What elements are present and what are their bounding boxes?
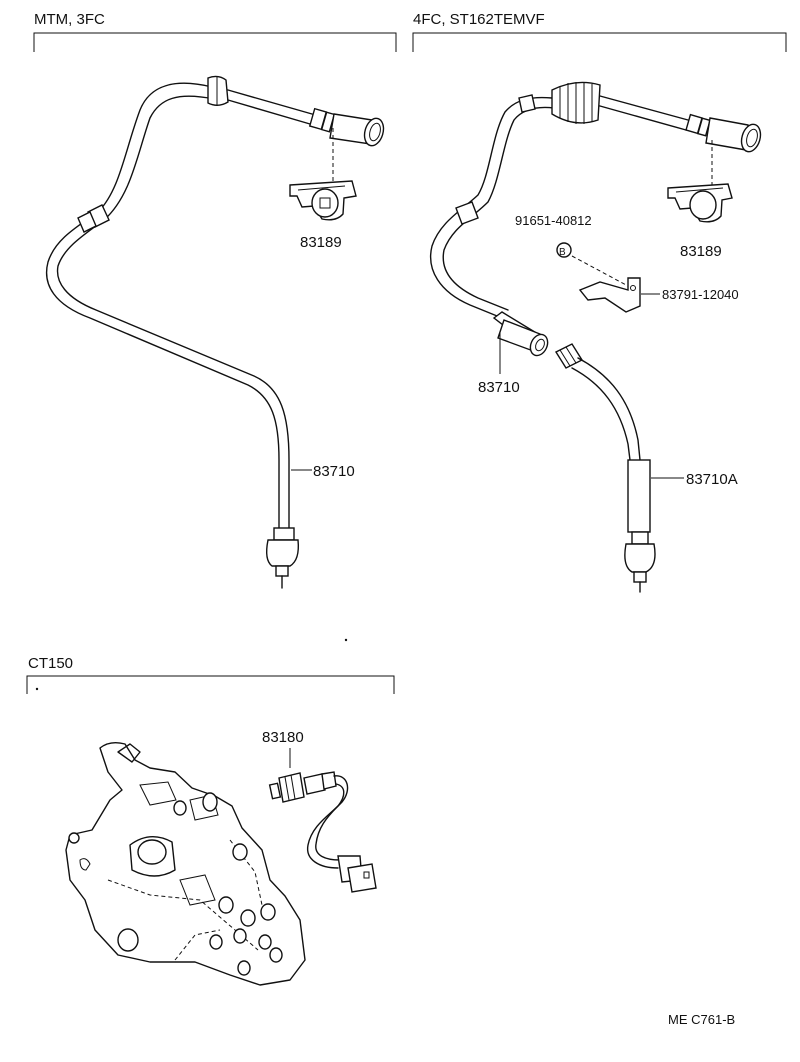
section-bracket-left bbox=[33, 32, 397, 52]
label-83189-left: 83189 bbox=[300, 234, 342, 251]
speed-sensor bbox=[268, 748, 377, 893]
label-83710-left: 83710 bbox=[313, 463, 355, 480]
leader-dashed-bolt bbox=[571, 255, 629, 287]
fuel-pump-assembly bbox=[65, 741, 306, 986]
mounting-bracket bbox=[578, 277, 641, 313]
label-83189-right: 83189 bbox=[680, 243, 722, 260]
label-83710-right: 83710 bbox=[478, 379, 520, 396]
bolt-marker-letter: B bbox=[559, 247, 566, 258]
scan-mark bbox=[35, 687, 39, 691]
cable-clamp-left bbox=[289, 180, 357, 221]
section-title-ct150: CT150 bbox=[28, 655, 73, 672]
scan-mark bbox=[344, 638, 348, 642]
diagram-code: ME C761-B bbox=[668, 1012, 735, 1027]
bolt-marker-circle bbox=[556, 242, 572, 258]
speedometer-cable-left bbox=[46, 75, 385, 589]
label-91651-40812: 91651-40812 bbox=[515, 213, 592, 228]
label-83710a: 83710A bbox=[686, 471, 738, 488]
section-title-4fc-st162temvf: 4FC, ST162TEMVF bbox=[413, 11, 545, 28]
label-83791-12040: 83791-12040 bbox=[662, 287, 739, 302]
label-83180: 83180 bbox=[262, 729, 304, 746]
section-bracket-bottom bbox=[26, 675, 395, 694]
cable-clamp-right bbox=[667, 183, 733, 223]
cable-grommet bbox=[207, 75, 229, 106]
speedometer-cable-right bbox=[430, 81, 762, 593]
section-title-mtm-3fc: MTM, 3FC bbox=[34, 11, 105, 28]
section-bracket-right bbox=[412, 32, 787, 52]
